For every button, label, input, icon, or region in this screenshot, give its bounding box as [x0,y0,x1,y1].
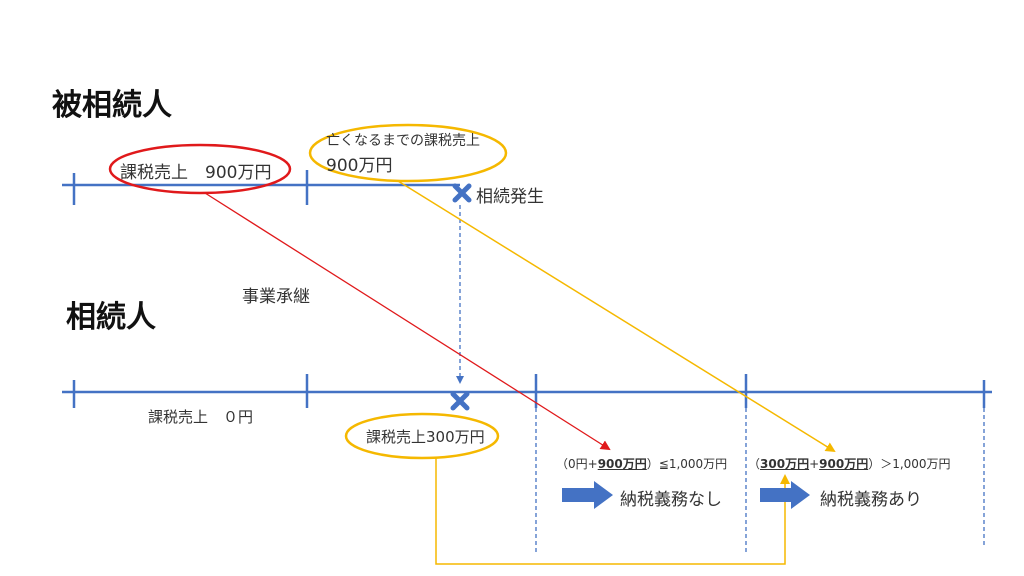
decedent-taxable-sales-label: 課税売上 900万円 [120,163,272,183]
business-succession-label: 事業承継 [242,287,310,307]
comparison-2-bold-b: 900万円 [819,457,869,471]
comparison-2-plus: + [809,457,820,471]
comparison-2-rest: ）＞1,000万円 [868,457,951,471]
heir-taxable-sales-300: 課税売上300万円 [366,428,485,446]
heir-x-marker [450,391,470,411]
heading-heir: 相続人 [66,300,156,335]
comparison-1-bold: 900万円 [597,457,647,471]
gold-bracket-arrow [435,458,790,565]
heir-taxable-sales-zero: 課税売上 ０円 [148,408,254,426]
sales-until-death-value: 900万円 [326,156,393,176]
red-diagonal-arrow [204,192,611,451]
heading-decedent: 被相続人 [52,88,172,123]
comparison-formula-2: （300万円+900万円）＞1,000万円 [748,455,951,472]
gold-diagonal-arrow [397,180,836,453]
gold-ellipse-sales-300 [344,412,500,460]
comparison-2-open: （ [748,457,761,471]
inheritance-x-marker [452,183,472,203]
comparison-2-bold-a: 300万円 [760,457,810,471]
comparison-formula-1: （0円+900万円）≦1,000万円 [556,455,727,472]
inheritance-event-label: 相続発生 [476,187,544,207]
sales-until-death-label: 亡くなるまでの課税売上 [326,133,480,149]
result-tax-obligation: 納税義務あり [820,490,922,510]
comparison-1-rest: ）≦1,000万円 [646,457,728,471]
block-arrow-right-1 [562,481,613,509]
gold-ellipse-sales-until-death [308,123,508,183]
red-ellipse-sales-900 [108,143,292,195]
comparison-1-open: （0円+ [556,457,598,471]
result-no-tax-obligation: 納税義務なし [620,490,722,510]
block-arrow-right-2 [760,481,810,509]
